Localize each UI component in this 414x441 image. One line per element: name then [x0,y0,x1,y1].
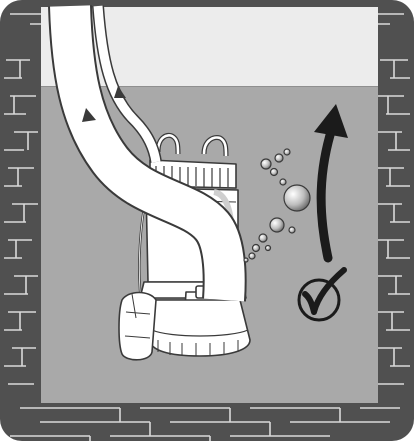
bubble-icon [284,185,310,211]
bubble-icon [275,154,283,162]
bubble-icon [289,227,295,233]
bubble-icon [259,234,267,242]
bubble-icon [261,159,271,169]
bubble-icon [284,149,290,155]
bubble-icon [244,258,248,262]
bubble-icon [249,253,255,259]
bubble-icon [280,179,286,185]
bubble-icon [271,169,278,176]
bubble-icon [253,245,260,252]
float-switch-icon [119,293,156,360]
bubble-icon [266,246,271,251]
bubble-icon [270,218,284,232]
